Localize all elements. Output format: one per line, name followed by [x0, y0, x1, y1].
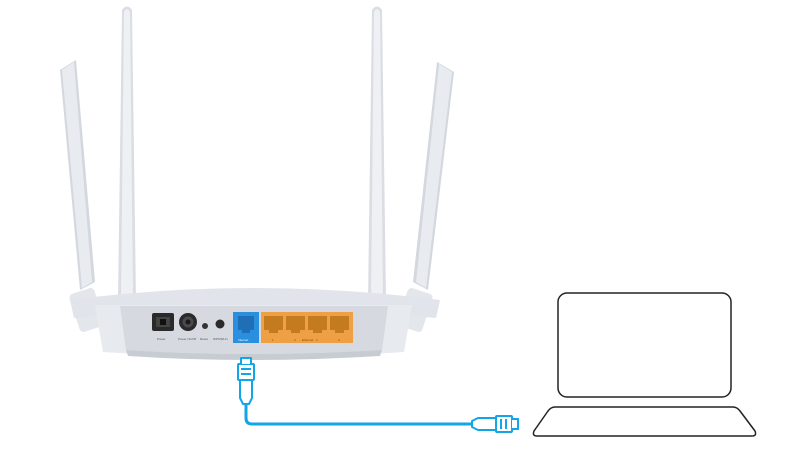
reset-button [202, 323, 208, 329]
rj45-connector-laptop [471, 415, 519, 433]
laptop-screen [557, 292, 732, 398]
label-reset: Reset [200, 337, 208, 341]
antenna-left-inner [118, 6, 136, 300]
cable-line [244, 402, 478, 426]
lan-port-4 [330, 316, 349, 333]
antenna-right-outer [397, 62, 454, 332]
label-power-switch: Power On/Off [178, 337, 196, 341]
ethernet-cable-icon [237, 357, 519, 433]
label-power: Power [157, 337, 166, 341]
wan-port [233, 312, 259, 343]
label-lan-3: 3 [316, 338, 318, 342]
label-lan-group: Ethernet [302, 338, 314, 342]
laptop-base [532, 406, 757, 437]
lan-port-group [261, 312, 353, 343]
label-lan-1: 1 [272, 338, 274, 342]
router-icon: Power Power On/Off Reset WPS/Wi-Fi Inter… [60, 6, 454, 360]
lan-port-3 [308, 316, 327, 333]
power-port [152, 313, 174, 331]
label-lan-4: 4 [338, 338, 340, 342]
label-lan-2: 2 [294, 338, 296, 342]
label-wan: Internet [238, 338, 248, 342]
rj45-connector-router [237, 357, 255, 405]
antenna-left-outer [60, 60, 105, 332]
lan-port-1 [264, 316, 283, 333]
power-switch [179, 313, 197, 331]
laptop-icon [532, 292, 757, 437]
lan-port-2 [286, 316, 305, 333]
wps-wifi-button [215, 319, 225, 329]
label-wps-wifi: WPS/Wi-Fi [213, 337, 228, 341]
antenna-right-inner [368, 6, 386, 300]
